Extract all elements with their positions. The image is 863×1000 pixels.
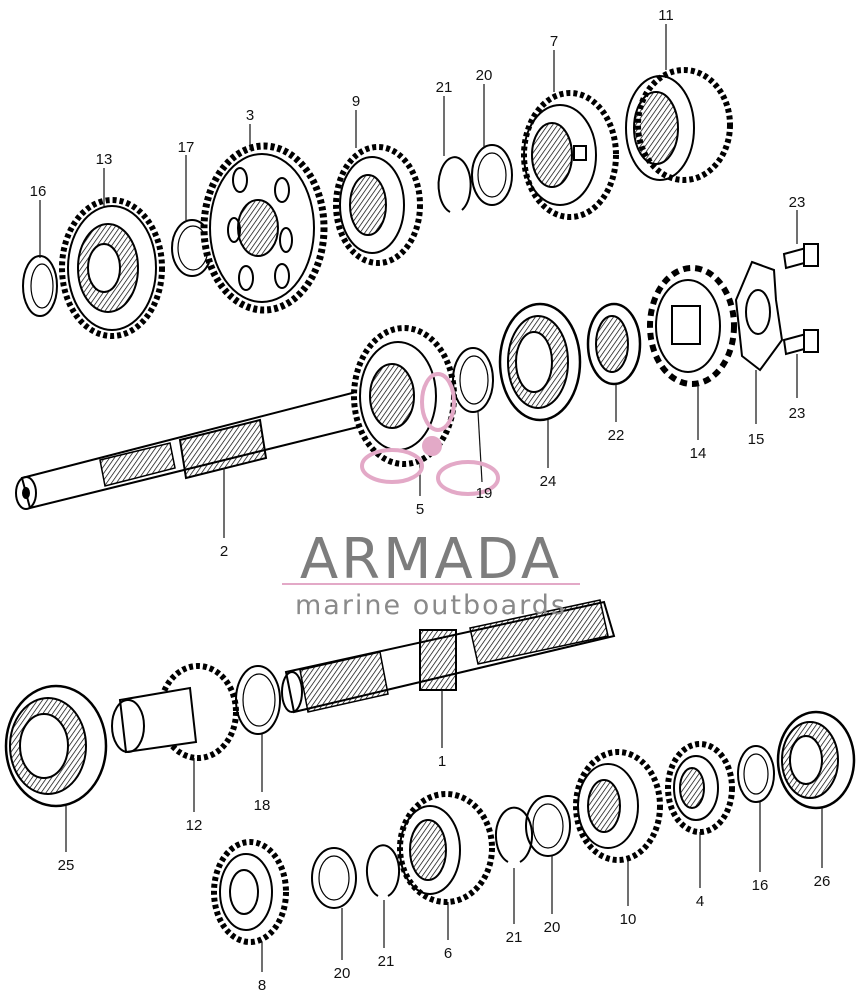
washer-18 <box>235 665 281 735</box>
main-shaft-assembly <box>15 243 819 510</box>
washer-16-top <box>22 255 58 317</box>
part-label-4: 4 <box>696 893 704 910</box>
part-label-1: 1 <box>438 753 446 770</box>
part-label-20-top: 20 <box>476 67 493 84</box>
part-label-9: 9 <box>352 93 360 110</box>
gear-10 <box>573 749 663 863</box>
washer-16-bottom <box>737 745 775 803</box>
part-label-7: 7 <box>550 33 558 50</box>
gear-6 <box>397 791 495 905</box>
part-label-18: 18 <box>254 797 271 814</box>
part-label-20-bottom-mid: 20 <box>544 919 561 936</box>
gear-5 <box>351 325 457 467</box>
gear-11 <box>625 67 733 183</box>
circlip-21-bottom-left <box>366 844 400 897</box>
part-label-23-lower: 23 <box>789 405 806 422</box>
bearing-26 <box>776 710 856 810</box>
part-label-11: 11 <box>658 7 674 24</box>
washer-20-bottom-left <box>311 847 357 909</box>
part-label-16-top: 16 <box>30 183 47 200</box>
part-number-labels: 11 7 20 21 9 3 17 13 16 23 23 15 14 22 2… <box>30 7 831 994</box>
oil-seal-22 <box>586 302 642 386</box>
bottom-gear-train <box>211 710 856 945</box>
shaft-1 <box>281 599 616 714</box>
gear-12 <box>111 663 239 761</box>
part-label-20-bottom-left: 20 <box>334 965 351 982</box>
part-label-21-bottom-left: 21 <box>378 953 395 970</box>
countershaft-assembly <box>4 599 616 808</box>
top-gear-train <box>22 67 733 339</box>
part-label-21-top: 21 <box>436 79 453 96</box>
gear-13 <box>59 197 165 339</box>
part-label-17: 17 <box>178 139 195 156</box>
watermark-brand: ARMADA <box>300 527 562 592</box>
part-label-8: 8 <box>258 977 266 994</box>
bolt-23-lower <box>782 329 819 356</box>
part-label-16-bottom: 16 <box>752 877 769 894</box>
gear-3 <box>200 142 328 314</box>
gear-7 <box>521 90 619 220</box>
part-label-24: 24 <box>540 473 557 490</box>
gear-4 <box>665 741 735 835</box>
washer-19 <box>452 347 494 413</box>
bearing-24 <box>498 302 582 422</box>
circlip-21-top <box>437 156 472 213</box>
part-label-10: 10 <box>620 911 637 928</box>
part-label-12: 12 <box>186 817 203 834</box>
part-label-15: 15 <box>748 431 765 448</box>
part-label-6: 6 <box>444 945 452 962</box>
gear-8 <box>211 839 289 945</box>
part-label-13: 13 <box>96 151 113 168</box>
part-label-25: 25 <box>58 857 75 874</box>
watermark-logo-icon <box>360 372 500 496</box>
part-label-2: 2 <box>220 543 228 560</box>
part-label-23-upper: 23 <box>789 194 806 211</box>
gear-9 <box>333 144 423 266</box>
bolt-23-upper <box>782 243 819 270</box>
lock-plate-15 <box>734 260 784 372</box>
sprocket-14 <box>647 265 737 387</box>
bearing-25 <box>4 684 108 808</box>
watermark: ARMADA marine outboards <box>282 372 580 621</box>
washer-20-bottom-mid <box>525 795 571 857</box>
part-label-5: 5 <box>416 501 424 518</box>
part-label-22: 22 <box>608 427 625 444</box>
part-label-26: 26 <box>814 873 831 890</box>
washer-20-top <box>471 144 513 206</box>
circlip-21-bottom-mid <box>495 806 533 863</box>
part-label-14: 14 <box>690 445 707 462</box>
shaft-2 <box>15 390 364 510</box>
leader-lines <box>39 24 823 972</box>
part-label-19: 19 <box>476 485 493 502</box>
watermark-tagline: marine outboards <box>295 590 567 621</box>
part-label-21-bottom-mid: 21 <box>506 929 523 946</box>
part-label-3: 3 <box>246 107 254 124</box>
